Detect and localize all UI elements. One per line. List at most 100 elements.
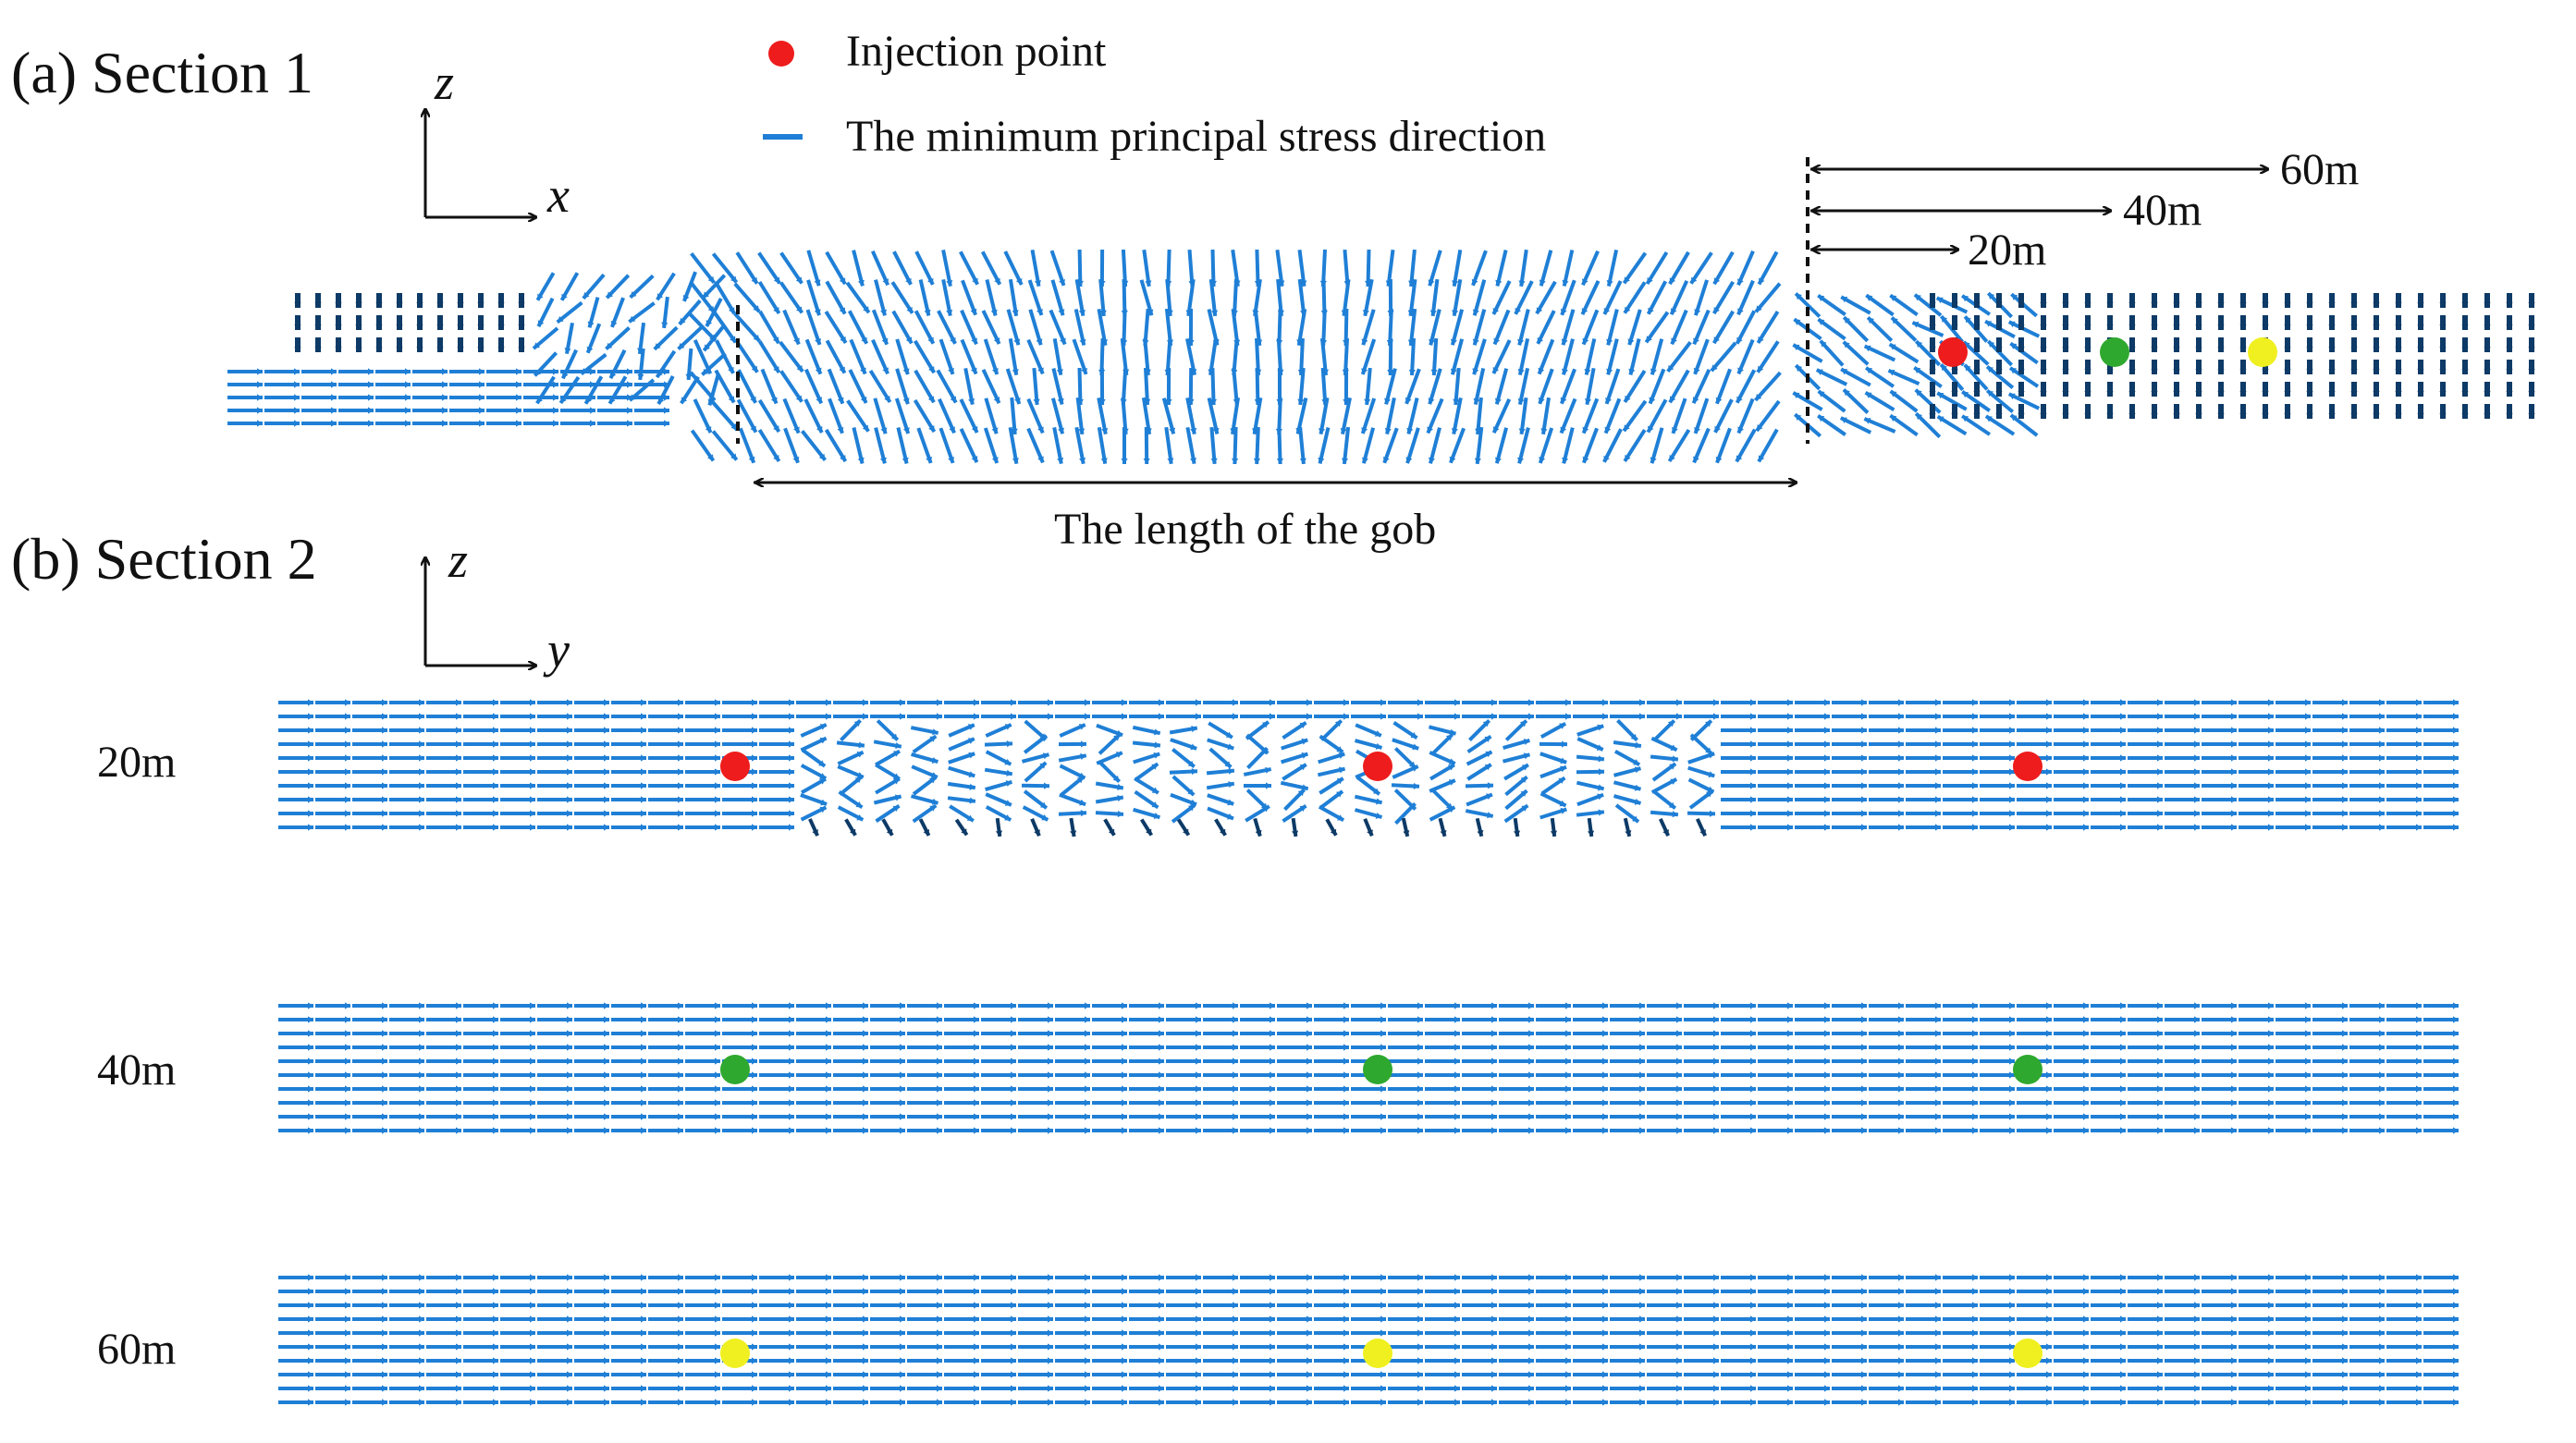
stress-arrow-head bbox=[863, 1058, 868, 1065]
stress-arrow-head bbox=[308, 1058, 313, 1065]
stress-arrow-head bbox=[707, 454, 714, 461]
stress-arrow-head bbox=[937, 1071, 942, 1079]
stress-arrow-head bbox=[819, 773, 827, 779]
stress-arrow bbox=[1622, 399, 1648, 433]
stress-arrow-head bbox=[814, 279, 821, 287]
stress-arrow-head bbox=[1004, 724, 1012, 730]
stress-arrow-head bbox=[1793, 344, 1800, 351]
stress-arrow-head bbox=[1270, 1343, 1275, 1351]
stress-arrow-head bbox=[2083, 1071, 2089, 1079]
stress-arrow-head bbox=[530, 754, 535, 762]
stress-arrow bbox=[1299, 337, 1305, 376]
stress-arrow-head bbox=[456, 699, 461, 706]
stress-arrow bbox=[1408, 308, 1417, 347]
stress-arrow-head bbox=[442, 381, 448, 388]
stress-arrow-head bbox=[2350, 347, 2358, 352]
stress-arrow-head bbox=[900, 1085, 905, 1093]
stress-arrow bbox=[1819, 339, 1845, 367]
stress-arrow-head bbox=[2157, 1058, 2163, 1065]
stress-arrow-head bbox=[1898, 824, 1904, 831]
stress-arrow-head bbox=[657, 397, 665, 405]
stress-arrow-head bbox=[637, 373, 644, 380]
stress-arrow-head bbox=[1099, 310, 1107, 316]
injection-point-marker bbox=[2013, 1055, 2042, 1084]
stress-arrow-head bbox=[1861, 796, 1867, 803]
stress-arrow-head bbox=[308, 1385, 313, 1392]
stress-arrow-head bbox=[1676, 1002, 1682, 1009]
stress-arrow-head bbox=[1011, 1288, 1016, 1295]
stress-arrow-head bbox=[1713, 1099, 1719, 1107]
stress-arrow-head bbox=[1824, 1071, 1830, 1079]
stress-arrow-head bbox=[2284, 302, 2291, 308]
stress-arrow-head bbox=[1452, 280, 1459, 287]
stress-arrow-head bbox=[1417, 1030, 1423, 1037]
stress-arrow bbox=[1255, 426, 1260, 465]
stress-arrow-head bbox=[1306, 713, 1312, 720]
stress-arrow bbox=[690, 251, 716, 285]
stress-arrow-head bbox=[641, 1274, 646, 1281]
stress-arrow-head bbox=[1935, 1357, 1941, 1364]
stress-arrow-head bbox=[1676, 699, 1682, 706]
stress-arrow-head bbox=[641, 699, 646, 706]
stress-arrow bbox=[1691, 368, 1711, 405]
stress-arrow-head bbox=[641, 1002, 646, 1009]
stress-arrow bbox=[980, 251, 1002, 286]
stress-arrow-head bbox=[382, 1044, 387, 1051]
stress-arrow-head bbox=[863, 1127, 868, 1134]
stress-arrow-head bbox=[2083, 1127, 2089, 1134]
stress-arrow-head bbox=[493, 740, 498, 748]
stress-arrow-head bbox=[1159, 1030, 1164, 1037]
stress-arrow-head bbox=[641, 1315, 646, 1323]
stress-arrow-head bbox=[2262, 302, 2269, 308]
stress-arrow bbox=[1842, 340, 1870, 366]
stress-arrow-head bbox=[477, 324, 485, 330]
stress-arrow bbox=[1963, 363, 1989, 391]
stress-arrow-head bbox=[1750, 824, 1756, 831]
stress-arrow-head bbox=[950, 336, 956, 344]
stress-arrow-head bbox=[1962, 415, 1969, 422]
stress-arrow-head bbox=[2083, 1288, 2089, 1295]
stress-arrow-head bbox=[1538, 367, 1545, 374]
stress-arrow-head bbox=[456, 1357, 461, 1364]
stress-arrow-head bbox=[2305, 810, 2311, 817]
stress-arrow-head bbox=[1676, 1113, 1682, 1120]
stress-arrow-head bbox=[1898, 1113, 1904, 1120]
stress-arrow-head bbox=[900, 1315, 905, 1323]
stress-arrow-head bbox=[2195, 391, 2202, 397]
stress-arrow-head bbox=[2120, 1302, 2126, 1309]
panel-b-title: (b) Section 2 bbox=[11, 526, 317, 592]
stress-arrow-head bbox=[1861, 1399, 1867, 1406]
stress-arrow-head bbox=[974, 1085, 979, 1093]
stress-arrow-head bbox=[382, 1343, 387, 1351]
stress-arrow-head bbox=[863, 1343, 868, 1351]
stress-arrow-head bbox=[2453, 824, 2459, 831]
stress-arrow-head bbox=[1598, 755, 1604, 763]
stress-arrow-head bbox=[715, 1329, 720, 1337]
stress-arrow-head bbox=[1861, 782, 1867, 789]
stress-arrow-head bbox=[2010, 343, 2018, 349]
stress-arrow-head bbox=[1491, 1071, 1497, 1079]
stress-arrow-head bbox=[2018, 324, 2025, 330]
stress-arrow-head bbox=[1122, 1274, 1127, 1281]
stress-arrow-head bbox=[1528, 1357, 1534, 1364]
stress-arrow bbox=[1144, 367, 1149, 406]
stress-arrow-head bbox=[604, 1399, 609, 1406]
stress-arrow-head bbox=[1006, 740, 1012, 748]
stress-arrow-head bbox=[789, 1371, 794, 1378]
stress-arrow-head bbox=[2173, 302, 2180, 308]
stress-arrow-head bbox=[456, 1071, 461, 1079]
injection-point-marker bbox=[720, 752, 750, 781]
stress-arrow-head bbox=[1343, 1113, 1349, 1120]
stress-arrow-head bbox=[2083, 824, 2089, 831]
stress-arrow-head bbox=[2009, 1044, 2015, 1051]
stress-arrow-head bbox=[456, 727, 461, 734]
stress-arrow-head bbox=[2484, 413, 2491, 419]
stress-arrow bbox=[1409, 249, 1417, 287]
stress-arrow-head bbox=[567, 1302, 572, 1309]
stress-arrow-head bbox=[530, 1288, 535, 1295]
stress-arrow-head bbox=[2046, 1058, 2052, 1065]
stress-arrow-head bbox=[1861, 1085, 1867, 1093]
stress-arrow-head bbox=[1824, 1016, 1830, 1023]
stress-arrow-head bbox=[715, 1016, 720, 1023]
stress-arrow-head bbox=[991, 368, 999, 374]
